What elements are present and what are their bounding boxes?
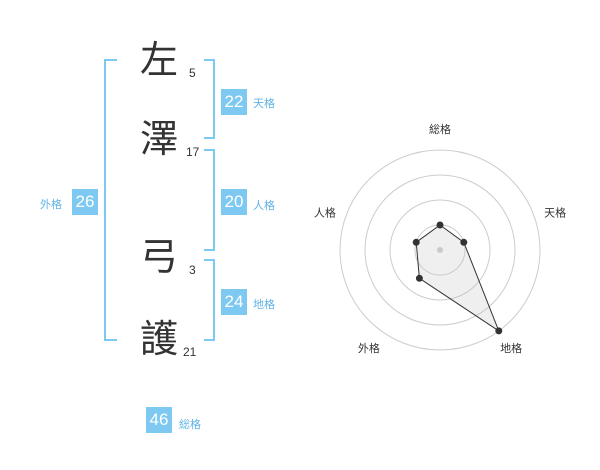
stroke-count-2: 17 <box>186 145 200 159</box>
radar-point-2 <box>460 238 468 246</box>
jinkaku-value-badge: 20 <box>221 189 247 215</box>
stroke-count-4: 21 <box>183 345 197 359</box>
name-char-1: 左 <box>139 38 178 82</box>
radar-axis-label-4: 外格 <box>358 341 380 355</box>
radar-point-4 <box>415 274 423 282</box>
name-char-3: 弓 <box>139 235 178 279</box>
chikaku-value-badge: 24 <box>221 289 247 315</box>
radar-series-area <box>415 224 500 333</box>
soukaku-value-badge: 46 <box>146 407 172 433</box>
radar-point-3 <box>495 327 503 335</box>
tenkaku-label: 天格 <box>253 97 275 110</box>
gaikaku-bracket <box>104 59 117 341</box>
radar-axis-label-3: 地格 <box>500 341 522 355</box>
radar-axis-label-2: 天格 <box>544 206 566 220</box>
radar-ring-3 <box>364 174 516 326</box>
gaikaku-value-badge: 26 <box>72 189 98 215</box>
radar-axis-label-1: 総格 <box>429 122 451 136</box>
soukaku-label: 総格 <box>179 418 201 431</box>
radar-point-1 <box>436 221 444 229</box>
chikaku-label: 地格 <box>253 298 275 311</box>
stroke-count-1: 5 <box>189 66 196 80</box>
gaikaku-label: 外格 <box>40 198 62 211</box>
radar-axis-label-5: 人格 <box>314 206 336 220</box>
jinkaku-bracket <box>204 149 215 251</box>
name-char-2: 澤 <box>139 117 178 161</box>
jinkaku-label: 人格 <box>253 199 275 212</box>
tenkaku-bracket <box>204 59 215 139</box>
name-char-4: 護 <box>139 317 178 361</box>
radar-point-5 <box>412 238 420 246</box>
radar-ring-2 <box>389 199 491 301</box>
stroke-count-3: 3 <box>189 263 196 277</box>
chikaku-bracket <box>204 259 215 341</box>
radar-center-dot <box>437 247 443 253</box>
tenkaku-value-badge: 22 <box>221 89 247 115</box>
radar-ring-4 <box>339 149 541 351</box>
